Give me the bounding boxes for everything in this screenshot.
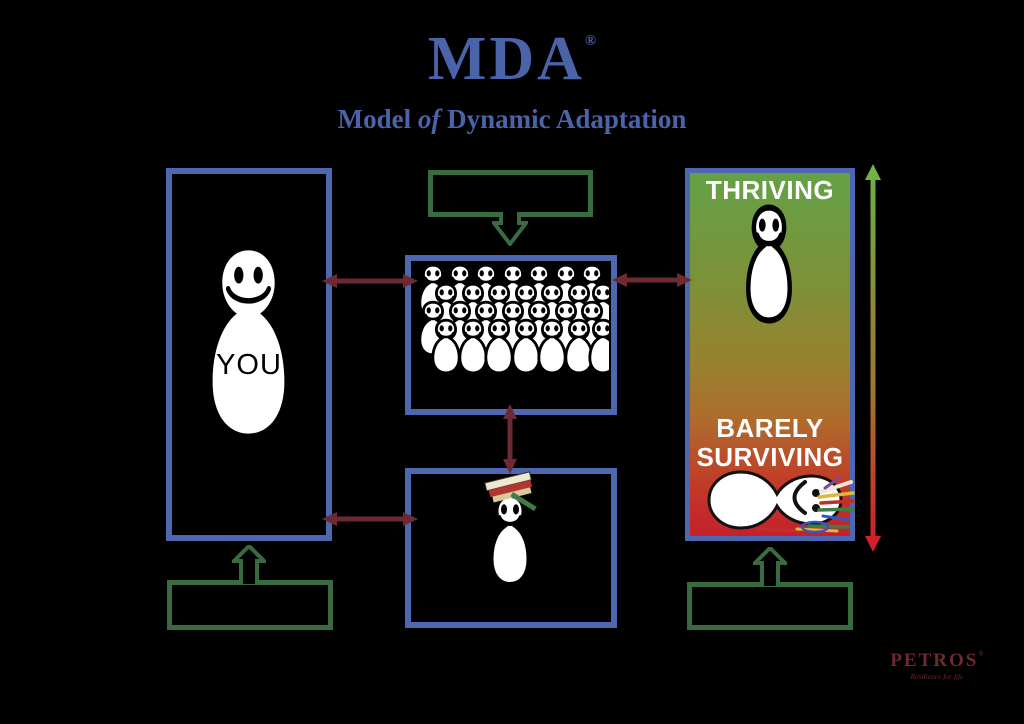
thriving-label: THRIVING (705, 175, 835, 205)
page-title: MDA® (0, 24, 1024, 95)
arrow-community-spectrum (612, 273, 692, 287)
subtitle-word: Model (337, 104, 418, 134)
subtitle-word: Dynamic Adaptation (440, 104, 687, 134)
input-box-top (428, 170, 593, 217)
subtitle: Model of Dynamic Adaptation (0, 104, 1024, 135)
petros-logo: PETROS® Resilience for life (876, 650, 998, 681)
adapting-figure-icon (484, 471, 537, 588)
arrow-you-adaptation (322, 512, 418, 526)
registered-mark: ® (584, 33, 597, 49)
barely-surviving-line1: BARELY (716, 413, 824, 443)
barely-surviving-line2: SURVIVING (696, 442, 844, 472)
spectrum-scale-arrow (865, 164, 881, 552)
arrow-you-community (322, 274, 418, 288)
barely-surviving-label: BARELY SURVIVING (690, 414, 850, 472)
you-label: YOU (216, 349, 282, 381)
you-figure-icon (200, 243, 297, 441)
arrow-input-top-down (492, 212, 528, 246)
petros-registered-mark: ® (978, 650, 984, 658)
subtitle-word-italic: of (417, 104, 441, 134)
surviving-figure-icon (707, 470, 855, 534)
petros-wordmark: PETROS (890, 650, 979, 671)
input-box-bottom-right (687, 582, 853, 630)
arrow-input-right-up (753, 547, 787, 586)
input-box-bottom-left (167, 580, 333, 630)
you-box (166, 168, 332, 541)
crowd-figures-icon (418, 263, 609, 375)
thriving-figure-icon (741, 203, 797, 325)
arrow-community-adaptation (503, 404, 517, 474)
petros-tagline: Resilience for life (910, 672, 964, 681)
title-text: MDA (427, 25, 585, 93)
arrow-input-left-up (232, 545, 266, 584)
